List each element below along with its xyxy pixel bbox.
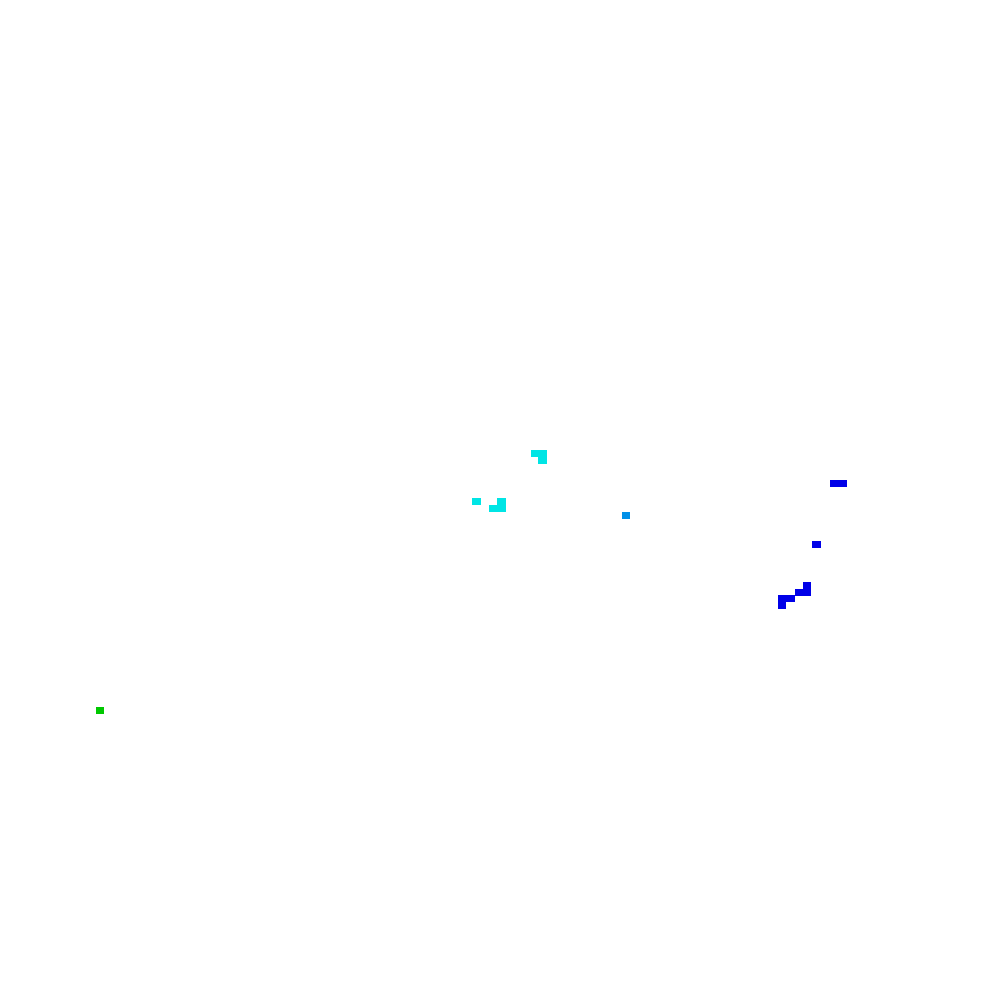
blue-cluster-bottom-right-pixel (778, 595, 795, 602)
pixel-marks (96, 450, 847, 714)
cyan-cluster-top-pixel (538, 456, 547, 464)
cyan-cluster-left (472, 498, 481, 505)
blue-cluster-right-pixel (812, 541, 821, 548)
cyan-cluster-top (531, 450, 547, 464)
cyan-cluster-top-pixel (531, 450, 547, 457)
cyan-cluster-center-pixel (489, 505, 506, 512)
blue-cluster-top-right (830, 480, 847, 487)
blue-cluster-top-right-pixel (830, 480, 847, 487)
cyan-cluster-center-pixel (497, 498, 506, 506)
cyan-cluster-left-pixel (472, 498, 481, 505)
blue-cluster-bottom-right-pixel (795, 589, 811, 596)
blue-cluster-bottom-right-pixel (778, 601, 786, 609)
green-cluster-left (96, 707, 104, 714)
light-blue-cluster-pixel (622, 512, 630, 519)
light-blue-cluster (622, 512, 630, 519)
blue-cluster-right (812, 541, 821, 548)
cyan-cluster-center (489, 498, 506, 512)
blue-cluster-bottom-right (778, 582, 811, 609)
blue-cluster-bottom-right-pixel (803, 582, 811, 590)
green-cluster-left-pixel (96, 707, 104, 714)
